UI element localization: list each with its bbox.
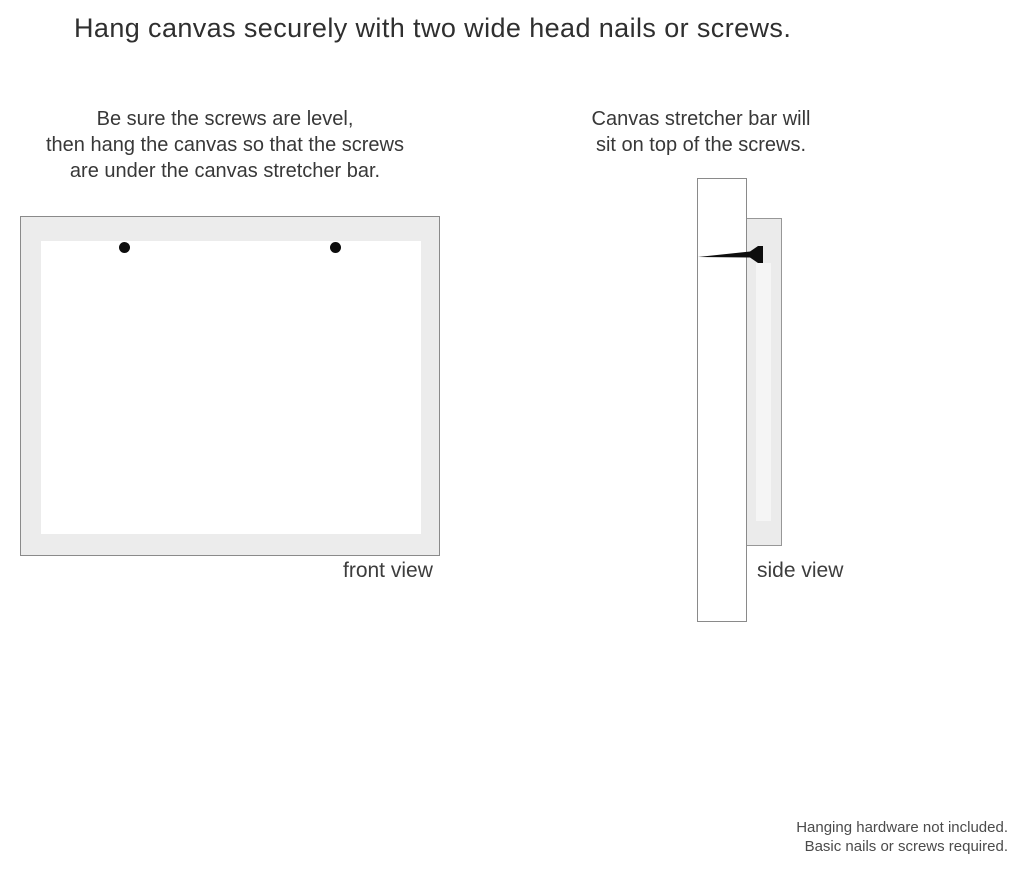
instruction-line: sit on top of the screws.: [595, 134, 807, 156]
screw-dot-right: [330, 242, 341, 253]
front-view-instructions: Be sure the screws are level, then hang …: [25, 106, 425, 184]
side-view-instructions: Canvas stretcher bar will sit on top of …: [551, 106, 851, 158]
instruction-line: Be sure the screws are level,: [96, 108, 354, 130]
canvas-face: [41, 241, 421, 534]
instruction-line: Canvas stretcher bar will: [591, 108, 811, 130]
wall-bar: [697, 178, 747, 622]
instruction-line: then hang the canvas so that the screws: [46, 134, 404, 156]
nail-icon: [698, 246, 763, 263]
canvas-side-highlight: [756, 263, 771, 521]
canvas-side-panel: [745, 218, 782, 546]
screw-dot-left: [119, 242, 130, 253]
instruction-line: are under the canvas stretcher bar.: [69, 160, 381, 182]
front-view-label: front view: [343, 559, 433, 582]
footer-note: Hanging hardware not included. Basic nai…: [796, 818, 1008, 856]
page-title: Hang canvas securely with two wide head …: [74, 13, 792, 43]
footer-line: Hanging hardware not included.: [796, 819, 1008, 836]
side-view-label: side view: [757, 559, 844, 582]
front-view-diagram: [20, 216, 440, 556]
footer-line: Basic nails or screws required.: [804, 838, 1008, 855]
